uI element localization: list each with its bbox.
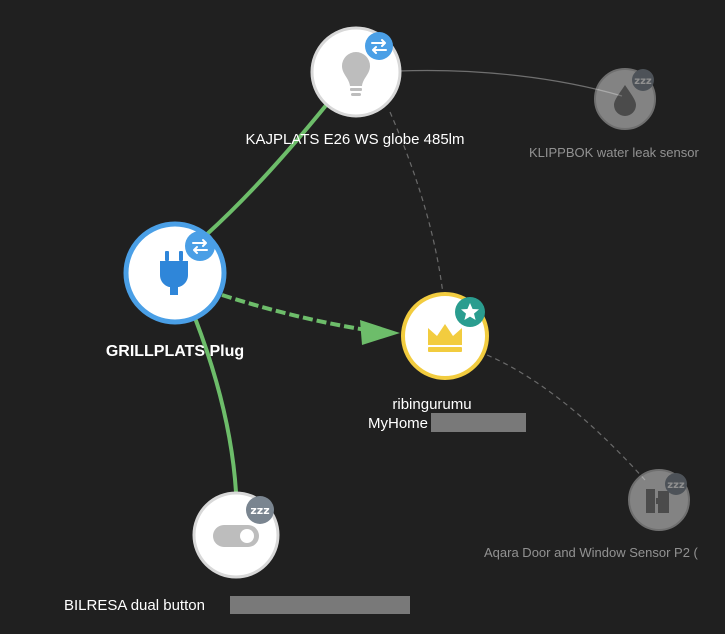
router-arrows-icon bbox=[185, 231, 215, 261]
svg-text:zzz: zzz bbox=[250, 504, 269, 517]
link-plug-coordinator-arrowhead bbox=[360, 320, 400, 345]
sleep-zzz-icon: zzz bbox=[665, 473, 687, 495]
links bbox=[193, 69, 646, 493]
node-coordinator[interactable]: ribingurumu MyHome bbox=[368, 292, 526, 432]
node-plug[interactable]: GRILLPLATS Plug bbox=[106, 221, 244, 360]
node-door[interactable]: zzz Aqara Door and Window Sensor P2 ( bbox=[484, 469, 699, 560]
redacted-block bbox=[431, 413, 526, 432]
node-leak[interactable]: zzz KLIPPBOK water leak sensor bbox=[529, 68, 699, 160]
plug-icon bbox=[160, 251, 188, 295]
node-plug-label: GRILLPLATS Plug bbox=[106, 343, 244, 360]
node-bulb-label: KAJPLATS E26 WS globe 485lm bbox=[246, 131, 465, 148]
node-button[interactable]: zzz BILRESA dual button bbox=[64, 491, 410, 614]
node-door-label: Aqara Door and Window Sensor P2 ( bbox=[484, 545, 699, 560]
node-bulb[interactable]: KAJPLATS E26 WS globe 485lm bbox=[246, 26, 465, 148]
svg-text:zzz: zzz bbox=[667, 480, 685, 491]
link-plug-bulb bbox=[203, 96, 334, 238]
link-bulb-coordinator bbox=[389, 111, 444, 295]
door-sensor-icon bbox=[646, 489, 669, 513]
crown-icon bbox=[428, 324, 462, 352]
link-plug-button bbox=[193, 317, 238, 493]
node-leak-label: KLIPPBOK water leak sensor bbox=[529, 145, 699, 160]
router-arrows-icon bbox=[365, 32, 393, 60]
node-coordinator-label-line1: ribingurumu bbox=[392, 396, 471, 413]
star-icon bbox=[455, 297, 485, 327]
sleep-zzz-icon: zzz bbox=[632, 69, 654, 91]
sleep-zzz-icon: zzz bbox=[246, 496, 274, 524]
toggle-switch-icon bbox=[213, 525, 259, 547]
water-drop-icon bbox=[614, 85, 636, 116]
node-button-label: BILRESA dual button bbox=[64, 597, 205, 614]
redacted-block bbox=[230, 596, 410, 614]
node-coordinator-label-line2: MyHome bbox=[368, 415, 428, 432]
lightbulb-icon bbox=[342, 52, 370, 96]
svg-text:zzz: zzz bbox=[634, 76, 652, 87]
link-coordinator-door bbox=[486, 354, 646, 481]
